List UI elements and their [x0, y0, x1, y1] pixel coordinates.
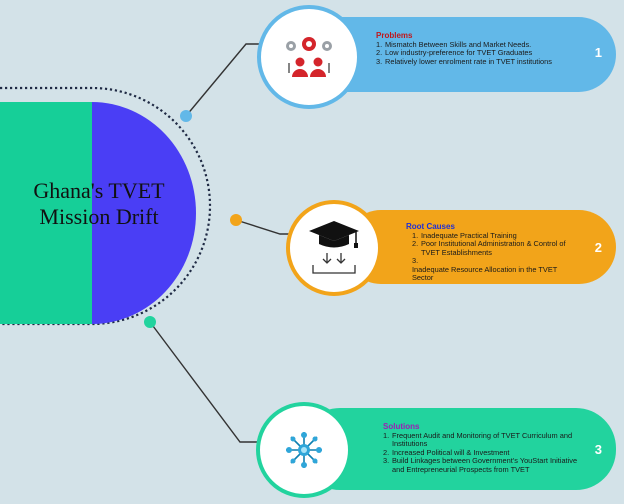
list-item: 2.Increased Political will & Investment: [383, 447, 510, 457]
solutions-title: Solutions: [383, 422, 420, 431]
list-item: 3.Inadequate Resource Allocation in the …: [412, 256, 558, 283]
root-causes-number: 2: [594, 240, 602, 255]
list-item: 1.Frequent Audit and Monitoring of TVET …: [383, 431, 573, 449]
connector-dot-problems: [180, 110, 192, 122]
root-causes-list: 1.Inadequate Practical Training 2.Poor I…: [406, 231, 586, 283]
graduation-cap-icon: [309, 221, 359, 274]
connector-root-causes: [235, 219, 290, 235]
hub-right-semicircle: [92, 102, 196, 324]
problems-number: 1: [594, 45, 602, 60]
problems-icon-circle: [257, 5, 361, 109]
hub-dotted-outline: [0, 86, 212, 326]
hub-title: Ghana's TVET Mission Drift: [33, 178, 165, 229]
connector-problems: [185, 43, 262, 117]
connector-dot-root-causes: [230, 214, 242, 226]
list-item: 1.Inadequate Practical Training: [412, 231, 517, 240]
network-star-icon: [286, 432, 322, 468]
solutions-list: 1.Frequent Audit and Monitoring of TVET …: [383, 431, 593, 474]
list-item: 3.Build Linkages between Government's Yo…: [383, 456, 578, 474]
root-causes-icon-circle: [286, 200, 382, 296]
solutions-icon-circle: [256, 402, 352, 498]
problems-title: Problems: [376, 31, 413, 40]
list-item: 2.Poor Institutional Administration & Co…: [412, 239, 566, 257]
list-item: 2.Low industry-preference for TVET Gradu…: [376, 48, 533, 58]
problems-list: 1.Mismatch Between Skills and Market Nee…: [376, 40, 586, 66]
hub-left-panel: [0, 102, 92, 324]
connector-dot-solutions: [144, 316, 156, 328]
list-item: 3.Relatively lower enrolment rate in TVE…: [376, 56, 552, 66]
team-gears-icon: [286, 37, 332, 77]
list-item: 1.Mismatch Between Skills and Market Nee…: [376, 40, 532, 49]
root-causes-title: Root Causes: [406, 222, 455, 231]
connector-solutions: [149, 321, 258, 443]
solutions-number: 3: [594, 442, 602, 457]
root-causes-card: Root Causes 1.Inadequate Practical Train…: [344, 210, 616, 284]
solutions-card: Solutions 1.Frequent Audit and Monitorin…: [300, 408, 616, 490]
